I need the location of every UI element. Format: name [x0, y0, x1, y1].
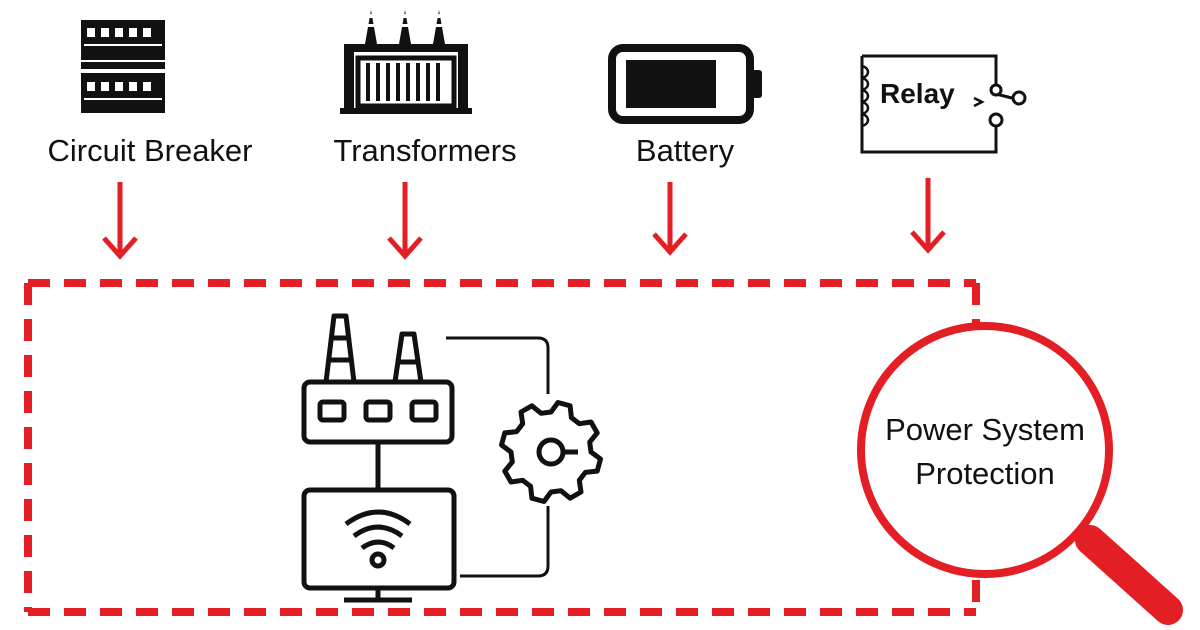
- arrow-transformers: [387, 182, 423, 260]
- arrow-breaker: [102, 182, 138, 260]
- protection-frame: [24, 279, 980, 616]
- arrows: [102, 178, 946, 260]
- transformers-label: Transformers: [333, 133, 517, 168]
- factory-icon: [301, 313, 455, 445]
- title-line-1: Power System: [885, 412, 1085, 447]
- arrow-battery: [652, 182, 688, 256]
- monitor-wifi-icon: [301, 442, 457, 603]
- title-line-2: Protection: [915, 456, 1055, 491]
- battery-icon: [608, 44, 762, 124]
- connector-lines: [446, 336, 550, 578]
- magnifier-icon: [857, 322, 1183, 625]
- relay-label: Relay: [880, 78, 955, 109]
- power-system-protection-title: Power System Protection: [862, 408, 1108, 496]
- circuit-breaker-icon: [81, 20, 165, 113]
- gear-icon: [499, 400, 603, 504]
- arrow-relay: [910, 178, 946, 254]
- battery-label: Battery: [635, 133, 735, 168]
- relay-icon: [860, 54, 1027, 154]
- circuit-breaker-label: Circuit Breaker: [47, 133, 253, 168]
- transformer-icon: [340, 10, 472, 114]
